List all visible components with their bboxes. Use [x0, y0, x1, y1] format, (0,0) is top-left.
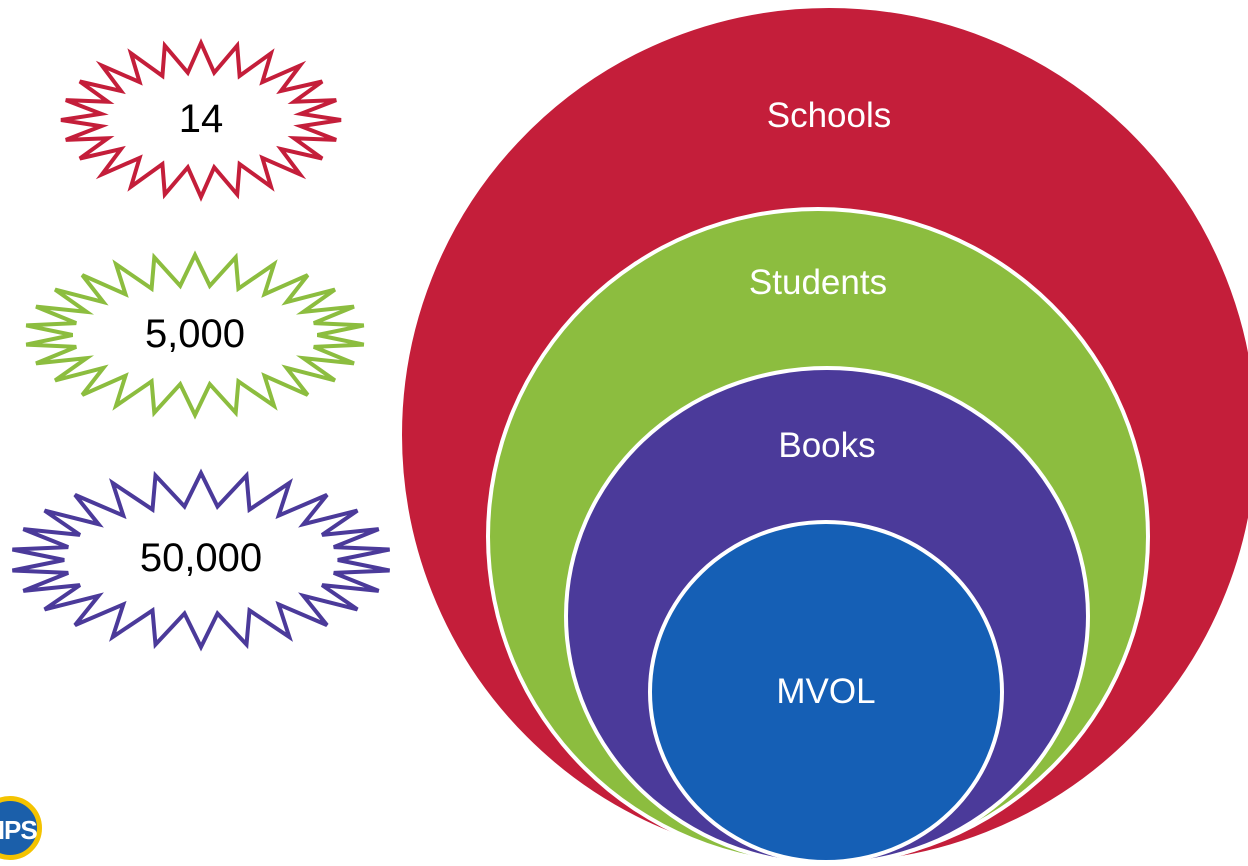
stat-burst-schools: 14 — [58, 38, 344, 202]
circle-mvol: MVOL — [648, 520, 1004, 864]
stat-burst-students: 5,000 — [22, 250, 368, 420]
starburst-outline — [60, 38, 342, 202]
stat-burst-books: 50,000 — [8, 468, 394, 652]
starburst-red-shape — [60, 38, 342, 202]
starburst-outline — [25, 250, 365, 420]
logo-text: MPS — [0, 815, 38, 845]
starburst-purple-shape — [12, 468, 390, 652]
starburst-outline — [12, 468, 390, 652]
circle-label-books: Books — [778, 426, 876, 465]
circle-label-students: Students — [748, 263, 888, 302]
stat-value-books: 50,000 — [139, 536, 263, 580]
stat-value-students: 5,000 — [144, 312, 246, 356]
mps-logo: MPS — [0, 796, 42, 860]
circle-label-mvol: MVOL — [776, 672, 876, 711]
stat-value-schools: 14 — [178, 97, 224, 141]
starburst-green-shape — [25, 250, 365, 420]
circle-label-schools: Schools — [766, 96, 892, 135]
